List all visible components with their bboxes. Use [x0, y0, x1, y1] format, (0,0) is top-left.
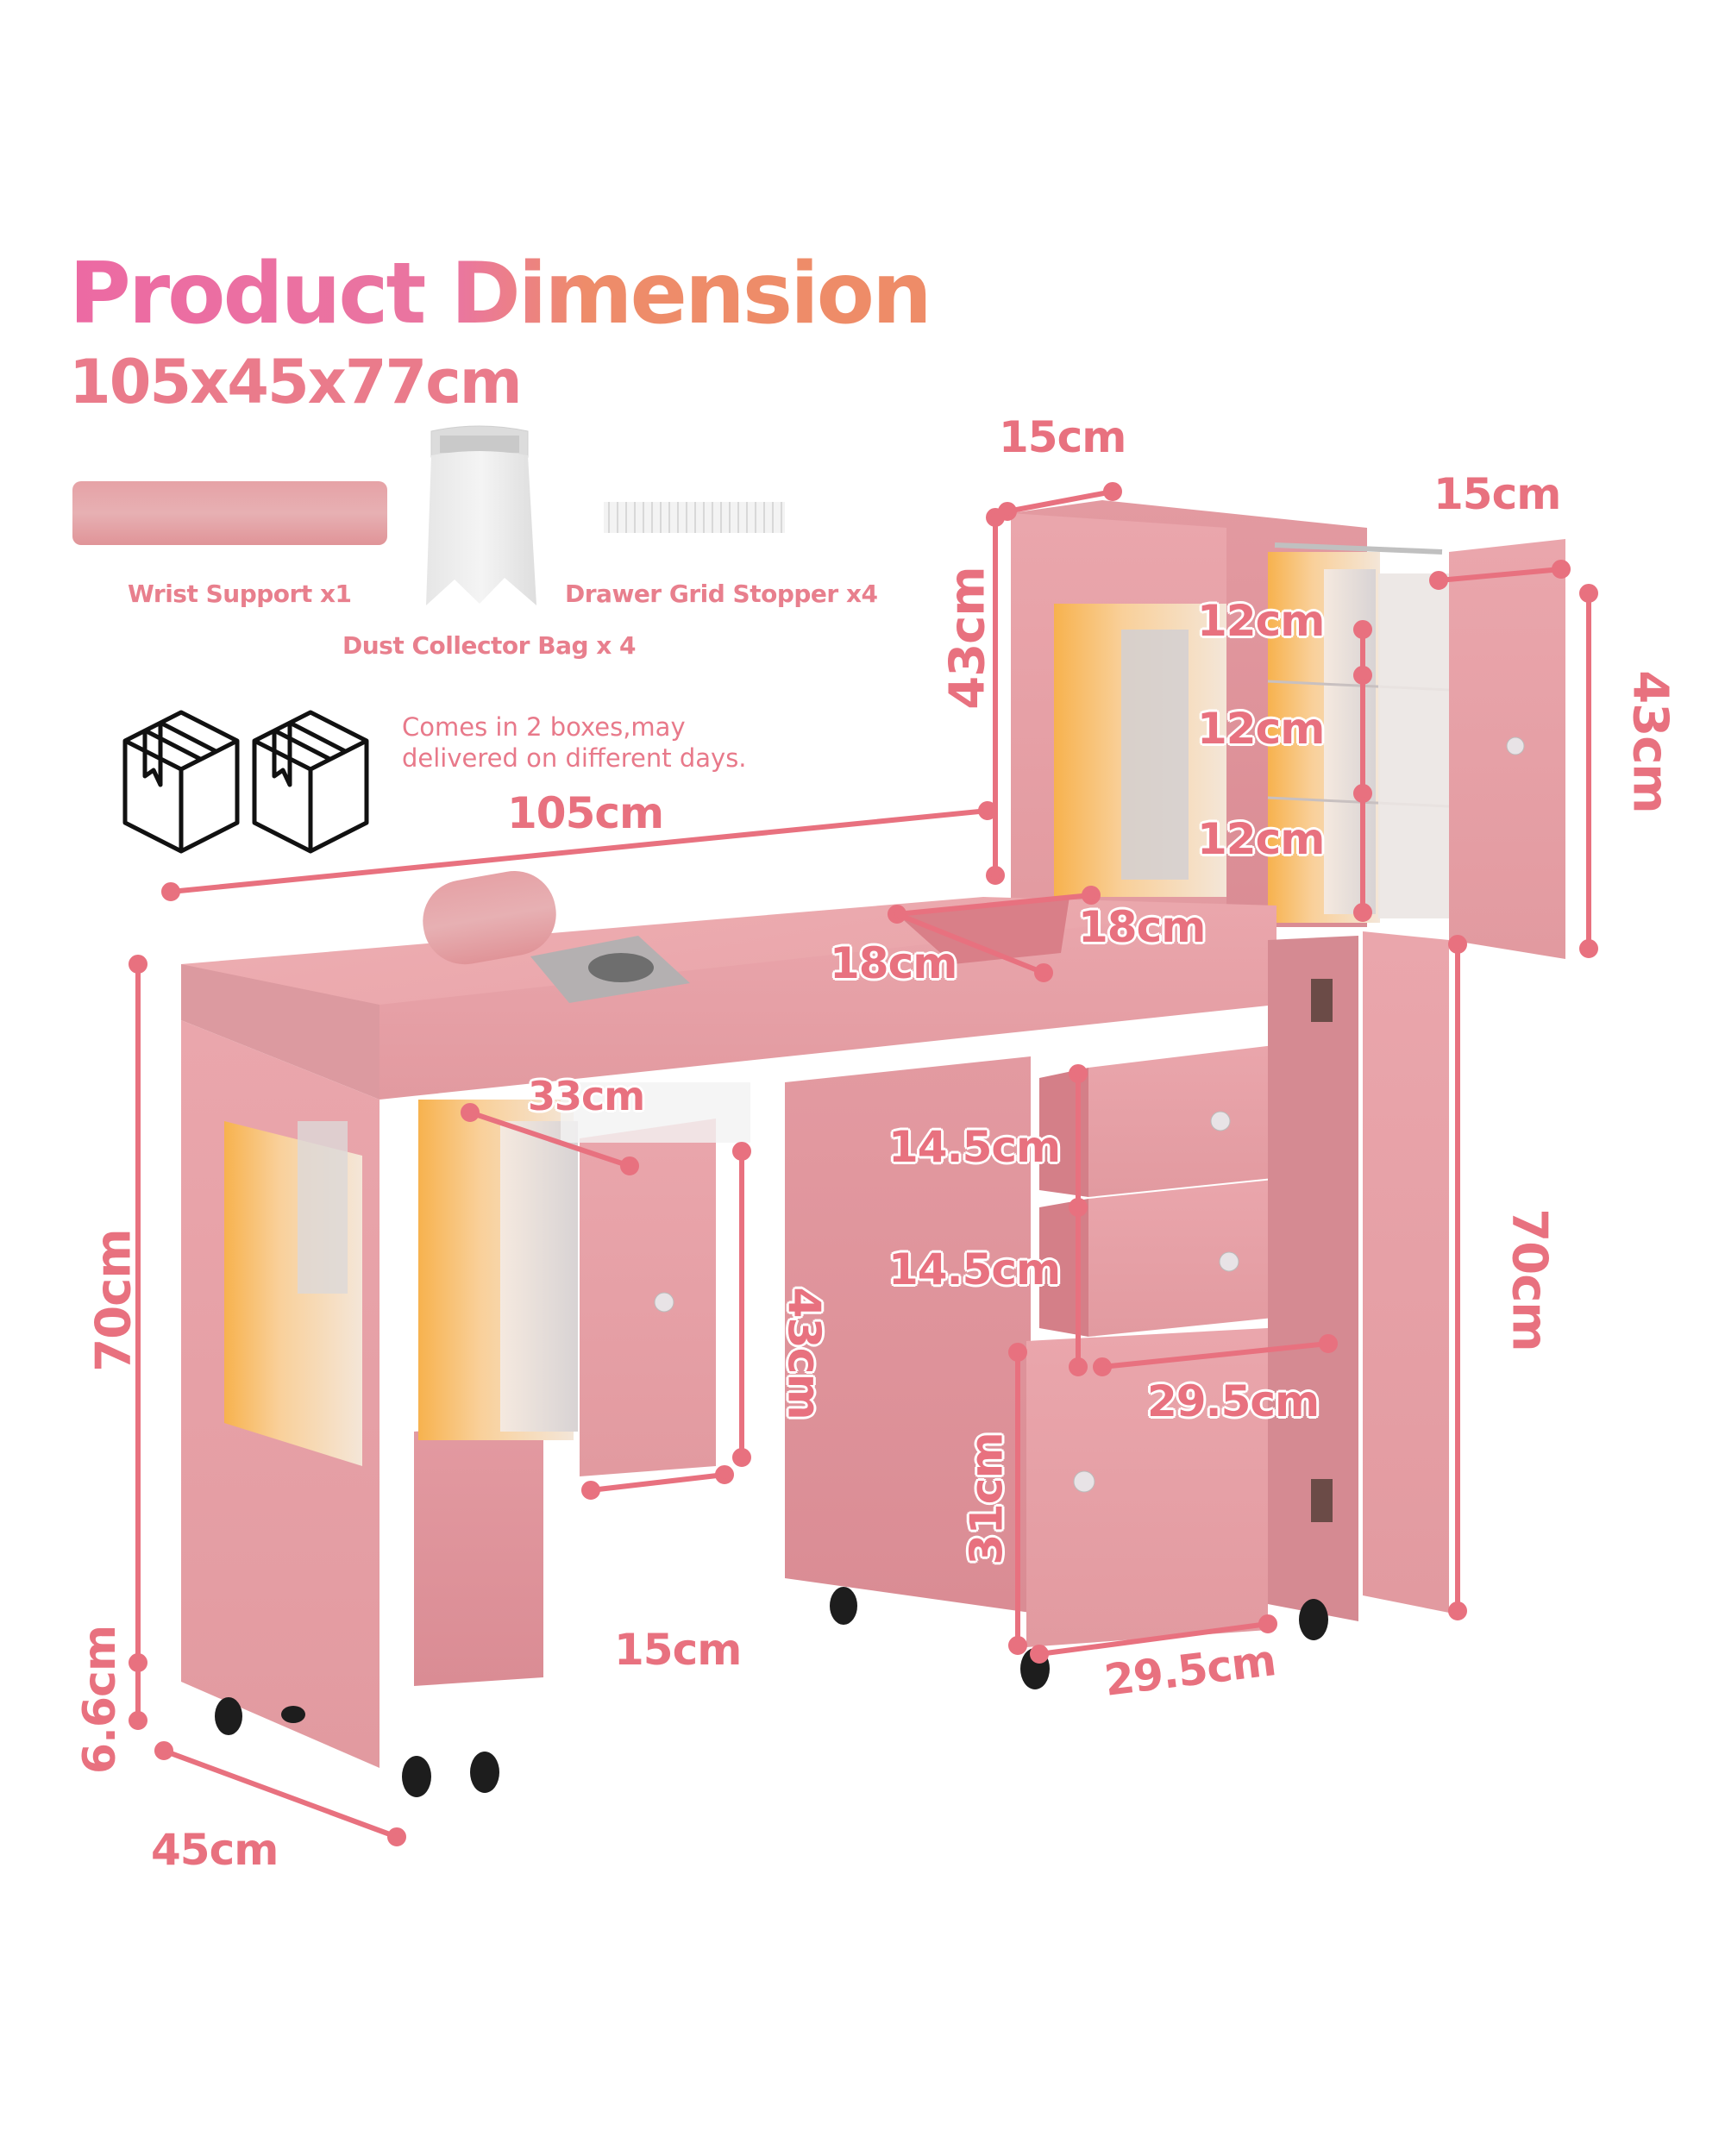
dim-bottom-door-height: 31cm	[961, 1432, 1013, 1565]
dim-top-cabinet-height-left: 43cm	[939, 567, 996, 710]
dim-shelf-2: 12cm	[1197, 704, 1325, 754]
page-title: Product Dimension	[69, 245, 932, 343]
dim-top-cabinet-height-right: 43cm	[1622, 670, 1678, 813]
package-box-icon	[252, 710, 369, 854]
dim-total-width: 105cm	[507, 788, 664, 838]
dim-top-cabinet-depth: 15cm	[999, 412, 1126, 462]
dim-top-door-width: 15cm	[1433, 469, 1561, 519]
dim-left-door-width: 15cm	[614, 1625, 742, 1675]
dim-caster-height: 6.6cm	[74, 1625, 127, 1775]
overall-dimensions: 105x45x77cm	[69, 347, 523, 417]
dust-bag-icon	[426, 425, 536, 605]
dim-desk-height-left: 70cm	[85, 1229, 142, 1372]
dim-shelf-1: 12cm	[1197, 596, 1325, 646]
dim-tray-depth: 18cm	[830, 938, 957, 988]
dim-drawer-width: 29.5cm	[1147, 1376, 1320, 1426]
wrist-support-icon	[72, 481, 387, 545]
accessory-label-grid-stopper: Drawer Grid Stopper x4	[565, 580, 878, 608]
dim-drawer-2-height: 14.5cm	[888, 1244, 1061, 1294]
shipping-note-line1: Comes in 2 boxes,may	[402, 712, 686, 742]
grid-stopper-icon	[604, 502, 785, 533]
dim-total-depth: 45cm	[151, 1825, 279, 1875]
dim-left-cabinet-height: 43cm	[777, 1287, 830, 1420]
accessory-label-dust-bag: Dust Collector Bag x 4	[342, 631, 637, 660]
manicure-table	[181, 500, 1565, 1797]
dim-tray-width: 18cm	[1078, 902, 1206, 952]
package-box-icon	[122, 710, 240, 854]
dim-drawer-1-height: 14.5cm	[888, 1122, 1061, 1172]
dim-shelf-3: 12cm	[1197, 814, 1325, 864]
shipping-note-line2: delivered on different days.	[402, 743, 747, 773]
accessory-label-wrist-support: Wrist Support x1	[128, 580, 352, 608]
dim-desk-height-right: 70cm	[1501, 1208, 1558, 1351]
dimension-lines	[129, 482, 1598, 1846]
dim-left-drawer-depth: 33cm	[528, 1073, 645, 1119]
